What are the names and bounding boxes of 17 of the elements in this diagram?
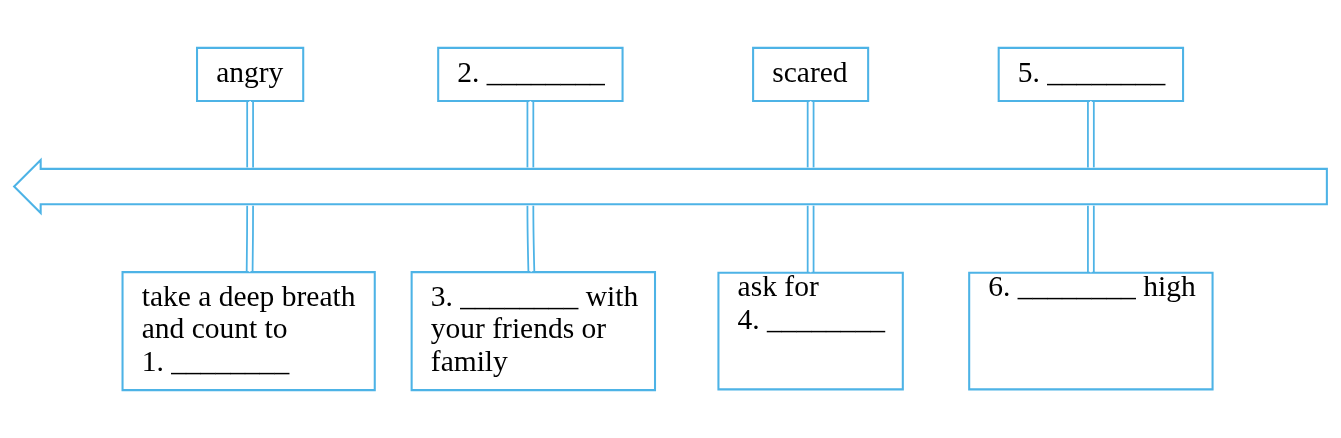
node-box: ask for 4. ________ bbox=[717, 271, 904, 391]
node-arrow bbox=[12, 157, 1328, 216]
node-box: 5. ________ bbox=[997, 46, 1185, 103]
connector bbox=[246, 100, 254, 169]
connector bbox=[1087, 100, 1095, 169]
connector bbox=[526, 204, 536, 273]
node-box: angry bbox=[196, 46, 305, 103]
connector bbox=[245, 204, 254, 273]
connector bbox=[1087, 204, 1095, 274]
node-box: 3. ________ with your friends or family bbox=[410, 271, 657, 392]
node-box: take a deep breath and count to 1. ________ bbox=[121, 271, 376, 392]
node-box: scared bbox=[752, 46, 870, 103]
node-box: 2. ________ bbox=[437, 46, 624, 103]
node-box: 6. ________ high bbox=[968, 271, 1214, 391]
connector bbox=[806, 100, 815, 169]
connector bbox=[526, 100, 535, 169]
connector bbox=[806, 204, 815, 274]
